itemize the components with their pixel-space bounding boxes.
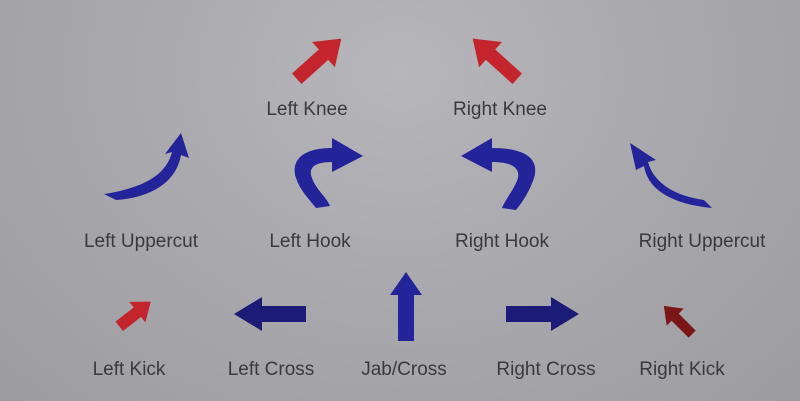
left-hook-arrow-icon — [294, 138, 363, 208]
jab-cross-arrow-icon — [390, 272, 422, 341]
right-kick-arrow-icon — [663, 305, 696, 338]
left-kick-arrow-icon — [115, 301, 151, 332]
right-knee-label: Right Knee — [452, 99, 548, 120]
jab-cross-label: Jab/Cross — [361, 359, 447, 380]
left-knee-label: Left Knee — [266, 99, 348, 120]
left-knee-arrow-icon — [292, 38, 342, 84]
left-uppercut-label: Left Uppercut — [83, 231, 199, 252]
left-cross-arrow-icon — [234, 297, 306, 331]
left-kick-label: Left Kick — [92, 359, 166, 380]
left-cross-label: Left Cross — [227, 359, 315, 380]
right-hook-arrow-icon — [461, 138, 536, 210]
right-cross-label: Right Cross — [496, 359, 596, 380]
left-uppercut-arrow-icon — [104, 133, 189, 200]
left-hook-label: Left Hook — [269, 231, 351, 252]
right-kick-label: Right Kick — [639, 359, 725, 380]
right-cross-arrow-icon — [506, 297, 579, 331]
right-knee-arrow-icon — [472, 38, 522, 84]
right-uppercut-arrow-icon — [630, 143, 712, 208]
right-uppercut-label: Right Uppercut — [638, 231, 766, 252]
right-hook-label: Right Hook — [455, 231, 549, 252]
